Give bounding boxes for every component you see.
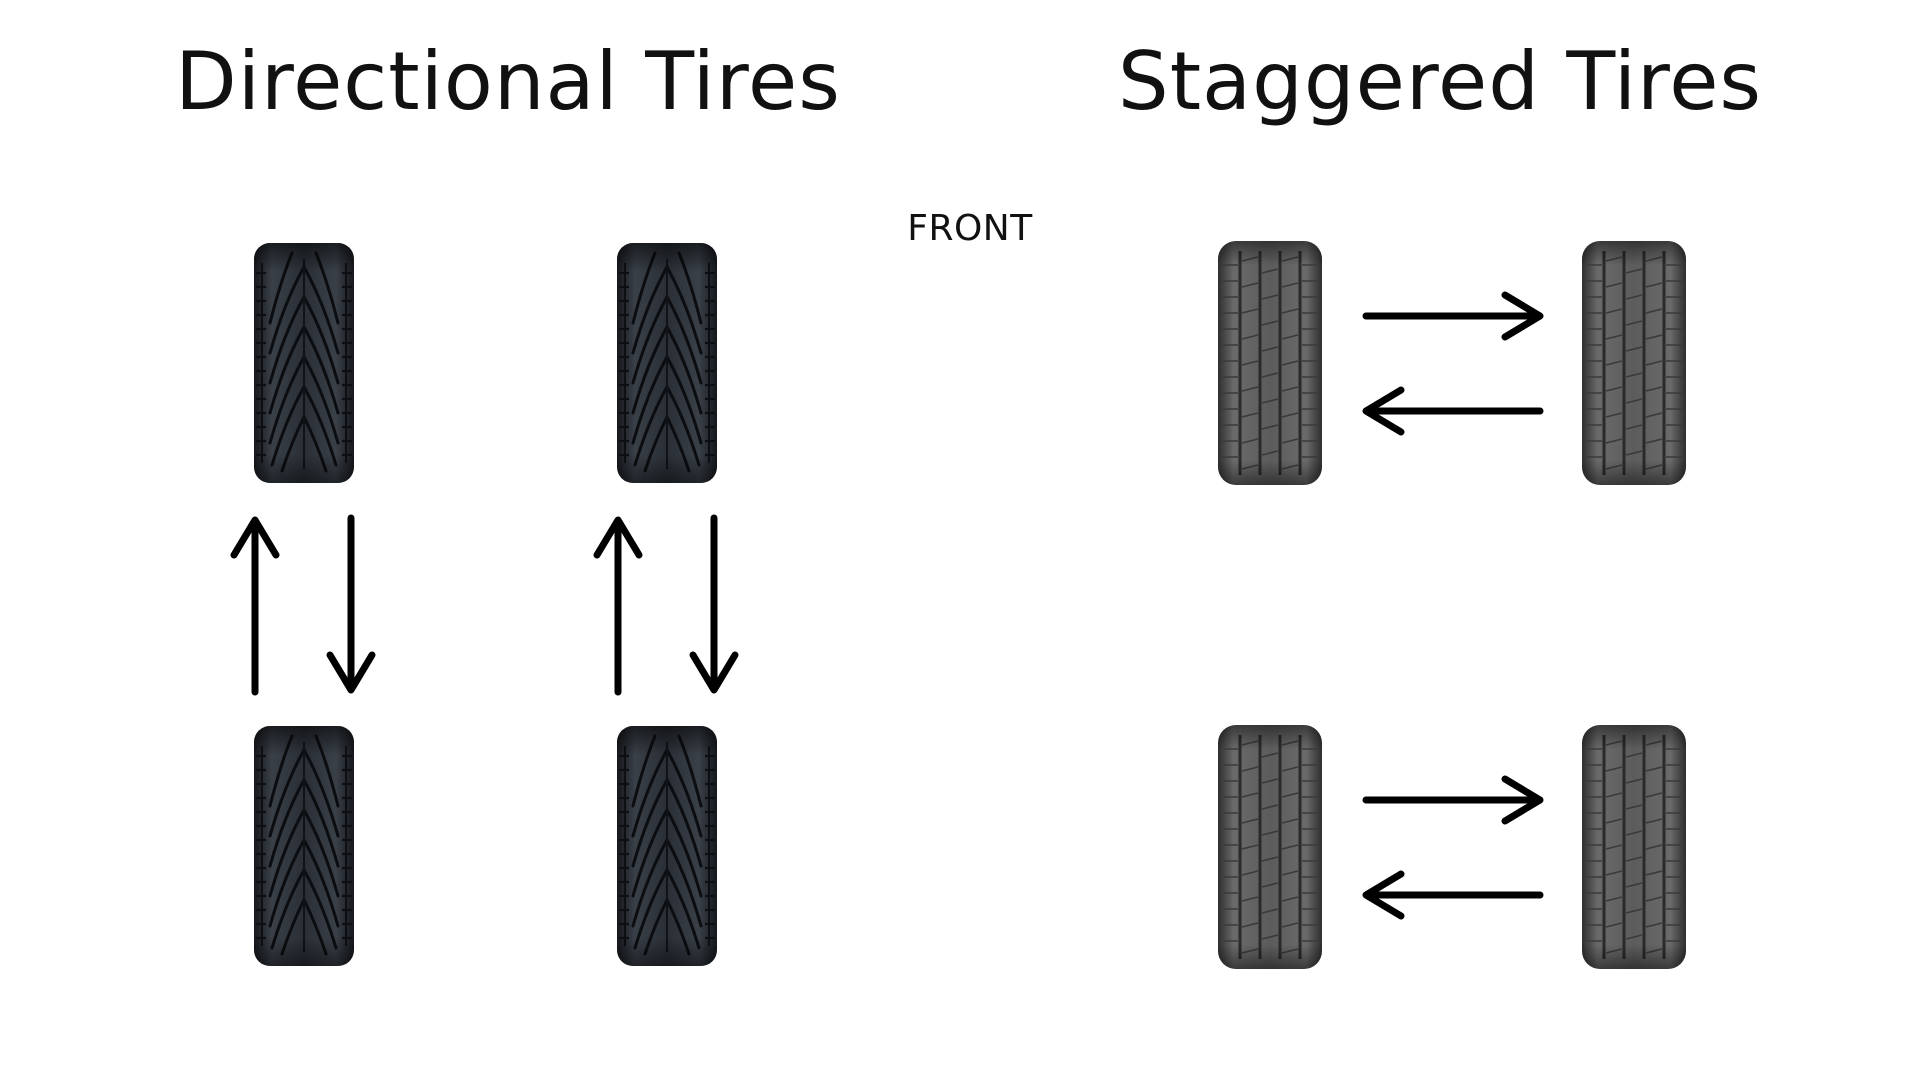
tire-rear-left-icon (1216, 723, 1324, 971)
arrow-down-icon (689, 514, 739, 694)
tire-front-right-icon (615, 241, 719, 485)
arrow-right-icon (1362, 291, 1544, 341)
arrow-up-icon (593, 516, 643, 696)
staggered-tires-title: Staggered Tires (1117, 35, 1763, 128)
front-label: FRONT (907, 208, 1033, 249)
tire-rear-right-icon (1580, 723, 1688, 971)
arrow-left-icon (1362, 870, 1544, 920)
tire-front-left-icon (1216, 239, 1324, 487)
tire-rear-left-icon (252, 724, 356, 968)
tire-front-right-icon (1580, 239, 1688, 487)
arrow-left-icon (1362, 386, 1544, 436)
tire-rear-right-icon (615, 724, 719, 968)
arrow-down-icon (326, 514, 376, 694)
arrow-up-icon (230, 516, 280, 696)
staggered-tires-group (1216, 239, 1688, 971)
arrow-right-icon (1362, 775, 1544, 825)
directional-tires-group (230, 241, 739, 968)
tire-front-left-icon (252, 241, 356, 485)
directional-tires-title: Directional Tires (175, 35, 841, 128)
